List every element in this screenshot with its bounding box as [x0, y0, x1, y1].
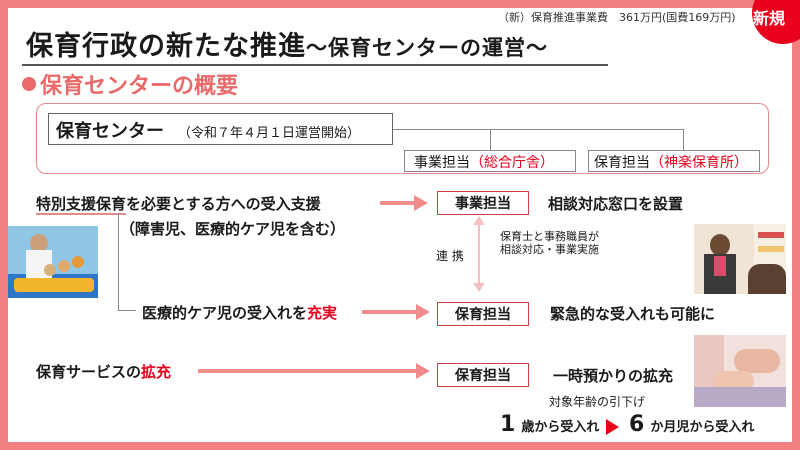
- connector-line: [490, 129, 491, 151]
- support-note: （障害児、医療的ケア児を含む）: [120, 220, 346, 238]
- jigyo-box-text: 事業担当（総合庁舎）: [414, 155, 554, 171]
- arrow-3: [198, 369, 418, 373]
- section-heading: 保育センターの概要: [40, 74, 239, 99]
- role-box-1: [437, 191, 529, 215]
- role-box-3: [437, 363, 529, 387]
- renkei-down-icon: [473, 283, 485, 292]
- renkei-note-2: 相談対応・事業実施: [500, 243, 599, 256]
- role-desc-3: 一時預かりの拡充: [553, 367, 674, 385]
- arrow-3-head-icon: [416, 363, 430, 379]
- age-caption: 対象年齢の引下げ: [549, 395, 646, 409]
- center-name: 保育センター: [56, 121, 164, 142]
- role-label-3: 保育担当: [455, 368, 511, 384]
- tree-line: [118, 213, 119, 310]
- medical-care-line: 医療的ケア児の受入れを充実: [142, 304, 338, 322]
- renkei-up-icon: [473, 216, 485, 225]
- arrow-2-head-icon: [416, 304, 430, 320]
- title-main: 保育行政の新たな推進: [26, 31, 306, 62]
- support-line-1: 特別支援保育を必要とする方への受入支援: [36, 195, 321, 215]
- hoiku-box: [588, 150, 760, 172]
- budget-note: （新）保育推進事業費 361万円(国費169万円): [498, 11, 736, 24]
- connector-line: [393, 129, 683, 130]
- page-title: 保育行政の新たな推進～保育センターの運営～: [26, 24, 548, 63]
- center-start-date: （令和７年４月１日運営開始）: [178, 126, 361, 141]
- connector-line: [683, 129, 684, 151]
- tree-line: [118, 310, 136, 311]
- children-play-photo: [8, 226, 98, 298]
- consultation-photo: [694, 224, 786, 294]
- arrow-1: [380, 201, 416, 205]
- overview-box: [36, 103, 769, 174]
- arrow-2: [362, 310, 418, 314]
- role-desc-1: 相談対応窓口を設置: [548, 195, 684, 213]
- title-underline: [22, 64, 608, 66]
- new-badge-label: 新規: [753, 9, 786, 28]
- renkei-note-1: 保育士と事務職員が: [500, 230, 599, 243]
- renkei-label: 連 携: [436, 249, 464, 263]
- section-bullet-icon: [22, 77, 36, 91]
- renkei-line: [478, 218, 480, 290]
- center-box: [48, 113, 393, 145]
- jigyo-box: [404, 150, 576, 172]
- role-box-2: [437, 302, 529, 326]
- role-label-2: 保育担当: [455, 307, 511, 323]
- hoiku-box-text: 保育担当（神楽保育所）: [594, 155, 748, 171]
- hands-photo: [694, 335, 786, 407]
- role-desc-2: 緊急的な受入れも可能に: [550, 305, 716, 323]
- service-line: 保育サービスの拡充: [36, 363, 172, 381]
- role-label-1: 事業担当: [455, 196, 511, 212]
- title-sub: ～保育センターの運営～: [306, 36, 548, 60]
- age-arrow-icon: [606, 419, 619, 435]
- arrow-1-head-icon: [414, 195, 428, 211]
